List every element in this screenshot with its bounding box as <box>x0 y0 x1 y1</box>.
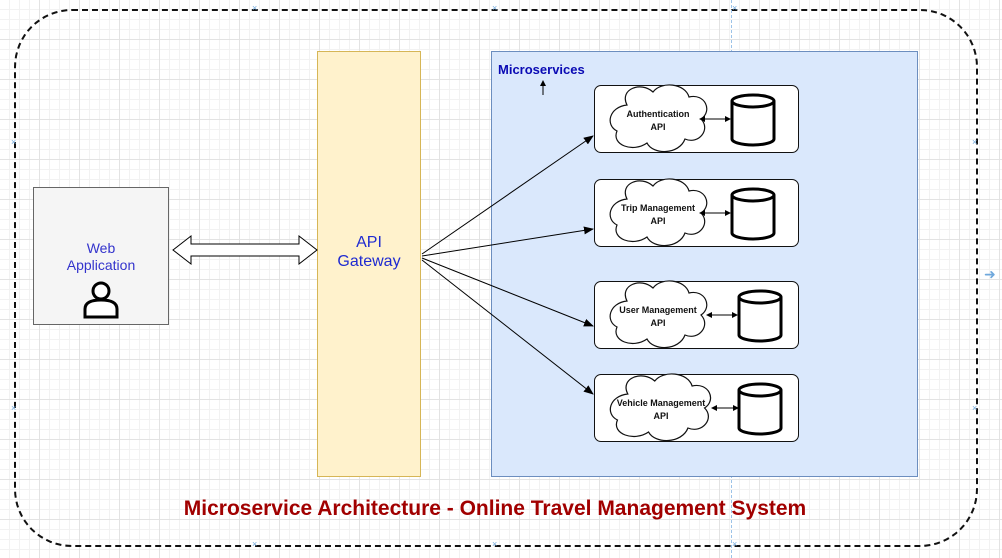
user-management-service[interactable]: User Management API <box>594 280 799 349</box>
authentication-label: Authentication API <box>609 108 707 134</box>
gateway-to-vehicle-arrow <box>421 259 594 395</box>
gateway-to-trip-arrow <box>421 226 594 257</box>
selection-mark: × <box>972 137 978 147</box>
selection-mark: × <box>492 539 498 549</box>
microservices-title: Microservices <box>498 62 585 77</box>
trip-management-label-line1: Trip Management <box>620 203 695 213</box>
api-gateway-node[interactable]: API Gateway <box>317 51 421 477</box>
web-application-label-line1: Web <box>86 240 116 256</box>
connection-handle-icon[interactable]: ➜ <box>984 266 996 282</box>
vehicle-management-service[interactable]: Vehicle Management API <box>594 373 799 442</box>
cloud-icon <box>609 373 712 442</box>
trip-management-service[interactable]: Trip Management API <box>594 178 799 247</box>
gateway-to-authentication-arrow <box>421 135 594 255</box>
selection-mark: × <box>732 539 738 549</box>
diagram-caption: Microservice Architecture - Online Trave… <box>183 497 807 520</box>
vehicle-management-label: Vehicle Management API <box>609 397 713 423</box>
db-connector <box>711 405 739 411</box>
web-application-node[interactable]: Web Application <box>33 187 169 325</box>
user-management-label-line2: API <box>650 318 666 328</box>
api-gateway-label: API Gateway <box>318 233 420 271</box>
system-boundary <box>14 9 978 547</box>
selection-mark: × <box>252 3 258 13</box>
vehicle-management-label-line1: Vehicle Management <box>616 398 706 408</box>
microservices-container[interactable]: Microservices Authentication API Trip Ma… <box>491 51 918 477</box>
cloud-icon <box>609 178 708 247</box>
selection-mark: × <box>492 3 498 13</box>
api-gateway-label-line1: API <box>356 234 382 251</box>
selection-mark: × <box>732 3 738 13</box>
selection-mark: × <box>11 137 17 147</box>
database-icon <box>737 289 783 343</box>
webapp-gateway-double-arrow <box>172 234 318 266</box>
cloud-icon <box>609 280 708 349</box>
user-icon <box>83 281 119 319</box>
selection-mark: × <box>972 403 978 413</box>
database-icon <box>737 382 783 436</box>
trip-management-label: Trip Management API <box>609 202 707 228</box>
web-application-label-line2: Application <box>66 257 136 273</box>
trip-management-label-line2: API <box>650 216 666 226</box>
cloud-icon <box>609 84 708 153</box>
api-gateway-label-line2: Gateway <box>337 253 401 270</box>
user-management-label: User Management API <box>609 304 707 330</box>
db-connector <box>699 210 731 216</box>
selection-mark: × <box>11 403 17 413</box>
db-connector <box>706 312 738 318</box>
db-connector <box>699 116 731 122</box>
authentication-service[interactable]: Authentication API <box>594 84 799 153</box>
web-application-label: Web Application <box>34 240 168 274</box>
gateway-to-user-arrow <box>421 257 594 327</box>
up-arrow-icon <box>540 80 546 95</box>
database-icon <box>730 187 776 241</box>
vehicle-management-label-line2: API <box>653 411 669 421</box>
selection-mark: × <box>252 539 258 549</box>
user-management-label-line1: User Management <box>619 305 697 315</box>
authentication-label-line2: API <box>650 122 666 132</box>
database-icon <box>730 93 776 147</box>
authentication-label-line1: Authentication <box>626 109 690 119</box>
